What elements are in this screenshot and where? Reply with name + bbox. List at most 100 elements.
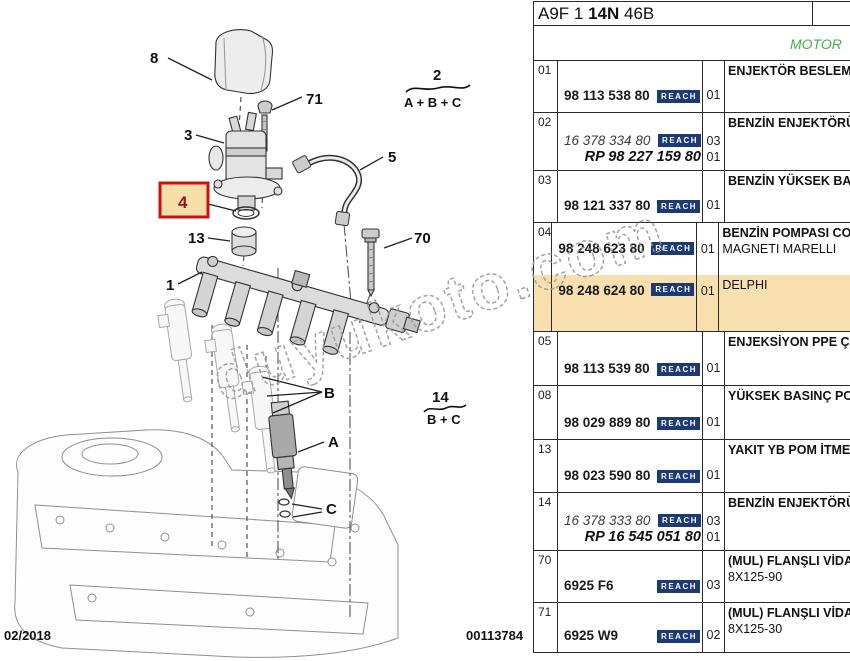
desc-line: YÜKSEK BASINÇ PO (728, 389, 850, 403)
desc-cell: BENZİN YÜKSEK BAS (725, 171, 850, 222)
qty-value: 01 (700, 241, 715, 256)
desc-cell: YAKIT YB POM İTME (725, 440, 850, 492)
part-cell-inner: 98 029 889 80 REACH (558, 386, 702, 439)
qty-value: 01 (706, 88, 721, 102)
row-ref: 04 (534, 223, 553, 331)
desc-line: BENZİN ENJEKTÖRÜ (728, 496, 850, 510)
injector-drawing (268, 400, 298, 500)
part-cell: 98 113 539 80 REACH (558, 332, 703, 385)
row-ref: 05 (534, 332, 558, 385)
qty-cell: 01 (703, 171, 725, 222)
table-row[interactable]: 05 98 113 539 80 REACH 01 ENJEKSİYON PPE Çİ (534, 332, 850, 386)
part-number[interactable]: 16 378 333 80 (564, 513, 651, 528)
part-cell-inner: 16 378 334 80 REACH RP 98 227 159 80 (558, 113, 702, 170)
part-cell: 98 121 337 80 REACH (558, 171, 703, 222)
reach-badge[interactable]: REACH (657, 363, 700, 376)
part-number[interactable]: 98 121 337 80 (564, 198, 651, 213)
desc-line: YAKIT YB POM İTME (728, 443, 850, 457)
part-number[interactable]: 16 378 334 80 (564, 133, 651, 148)
page-code-bold: 14N (588, 3, 620, 23)
header-divider (812, 2, 813, 25)
ghost-injectors (157, 298, 276, 474)
desc-cell: ENJEKSİYON PPE Çİ (725, 332, 850, 385)
part-number[interactable]: 98 113 538 80 (564, 88, 650, 103)
qty-cell: 01 (703, 332, 725, 385)
part-number[interactable]: 6925 W9 (564, 628, 619, 643)
part-number[interactable]: 98 248 624 80 (558, 282, 645, 298)
reach-badge[interactable]: REACH (657, 417, 700, 430)
reach-badge[interactable]: REACH (658, 134, 701, 147)
part-cell-inner: 98 023 590 80 REACH (558, 440, 702, 492)
reach-badge[interactable]: REACH (651, 242, 695, 256)
replacement-part-number[interactable]: RP 98 227 159 80 (584, 149, 701, 165)
row-ref: 01 (534, 61, 558, 112)
spacer-drawing (231, 226, 257, 257)
part-cell-inner: 98 113 538 80 REACH (558, 61, 702, 112)
desc-line: ENJEKTÖR BESLEME (728, 64, 850, 78)
qty-cell-inner: 01 (703, 61, 724, 112)
part-number[interactable]: 98 248 623 80 (558, 241, 645, 257)
part-cell: 98 023 590 80 REACH (558, 440, 703, 492)
replacement-part-number[interactable]: RP 16 545 051 80 (584, 529, 701, 545)
desc-line: MAGNETI MARELLI (722, 242, 837, 256)
revision-date: 02/2018 (4, 628, 51, 643)
group-2-letters: A + B + C (404, 95, 462, 110)
row-ref: 08 (534, 386, 558, 439)
desc-line: (MUL) FLANŞLI VİDA (728, 554, 850, 568)
table-row[interactable]: 01 98 113 538 80 REACH 01 ENJEKTÖR BESLEME (534, 61, 850, 113)
callout-3: 3 (184, 127, 192, 144)
seal-rings-drawing (278, 498, 291, 518)
desc-line: BENZİN ENJEKTÖRÜ (728, 116, 850, 130)
part-line-1: 16 378 334 80 REACH (558, 133, 701, 148)
desc-cell: BENZİN POMPASI CO MAGNETI MARELLI (719, 223, 850, 275)
reach-badge[interactable]: REACH (657, 200, 700, 213)
qty-cell-inner: 03 (703, 551, 724, 602)
reach-badge[interactable]: REACH (657, 90, 700, 103)
part-cell: 98 029 889 80 REACH (558, 386, 703, 439)
part-cell: 16 378 333 80 REACH RP 16 545 051 80 (558, 493, 703, 550)
document-number: 00113784 (466, 628, 524, 643)
desc-line: BENZİN YÜKSEK BAS (728, 174, 850, 188)
desc-line: BENZİN POMPASI CO (722, 226, 850, 240)
reach-badge[interactable]: REACH (657, 630, 700, 643)
page-code-suffix: 46B (619, 3, 655, 23)
qty-value: 01 (706, 361, 721, 375)
part-number[interactable]: 98 023 590 80 (564, 468, 651, 483)
desc-line: 8X125-90 (728, 570, 783, 584)
part-cell: 16 378 334 80 REACH RP 98 227 159 80 (558, 113, 703, 170)
part-number[interactable]: 98 029 889 80 (564, 415, 651, 430)
callout-c: C (326, 501, 337, 518)
reach-badge[interactable]: REACH (651, 282, 695, 296)
qty-value: 03 (706, 578, 721, 592)
table-row[interactable]: 08 98 029 889 80 REACH 01 YÜKSEK BASINÇ PO (534, 386, 850, 440)
reach-badge[interactable]: REACH (657, 470, 700, 483)
qty-cell-inner: 01 (697, 275, 718, 331)
reach-badge[interactable]: REACH (657, 580, 700, 593)
part-number[interactable]: 6925 F6 (564, 578, 614, 593)
desc-line: DELPHI (722, 277, 768, 292)
callout-4: 4 (178, 193, 188, 212)
qty-value: 01 (706, 468, 721, 482)
qty-cell: 01 (703, 440, 725, 492)
variant-row[interactable]: 98 248 623 80 REACH 01 BENZİN POMPASI CO MAG… (552, 223, 850, 275)
part-number[interactable]: 98 113 539 80 (564, 361, 650, 376)
group-label-14: 14 B + C (423, 389, 467, 427)
qty-value: 01 (706, 415, 721, 429)
part-cell: 98 113 538 80 REACH (558, 61, 703, 112)
callout-4-highlight-box[interactable]: 4 (158, 181, 210, 219)
reach-badge[interactable]: REACH (658, 514, 701, 527)
qty-cell: 01 (703, 386, 725, 439)
qty-cell: 02 (703, 603, 725, 652)
desc-cell: BENZİN ENJEKTÖRÜ (725, 113, 850, 170)
